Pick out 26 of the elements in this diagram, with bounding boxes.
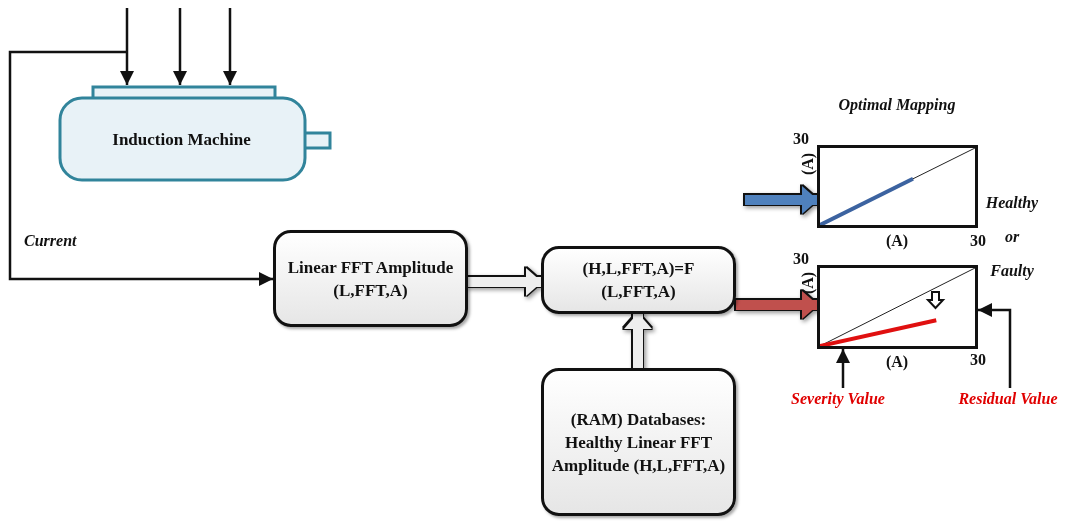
arrow — [8, 50, 273, 286]
arrow — [173, 8, 187, 85]
callout-text: Severity Value — [776, 388, 900, 410]
database-box — [541, 368, 736, 516]
axis-label: (A) — [799, 152, 817, 176]
arrow — [223, 8, 237, 85]
node-text: Induction Machine — [112, 129, 251, 151]
axis-tick-label: 30 — [793, 130, 809, 148]
node-text: (H,L,FFT,A)=F (L,FFT,A) — [581, 258, 696, 303]
process-box — [541, 246, 736, 314]
block-arrow — [745, 186, 818, 214]
process-box — [273, 230, 468, 327]
chart-title: Optimal Mapping — [838, 96, 956, 114]
callout-text: Residual Value — [944, 388, 1072, 410]
axis-tick-label: 30 — [970, 232, 986, 250]
axis-tick-label: 30 — [970, 351, 986, 369]
node-text: (RAM) Databases: Healthy Linear FFT Amplitude (H,L,FFT,A) — [550, 408, 727, 477]
arrow — [836, 349, 850, 388]
arrow — [120, 8, 134, 85]
induction-machine-drawing — [58, 85, 333, 182]
block-arrow — [624, 313, 652, 368]
node-text: Linear FFT Amplitude (L,FFT,A) — [286, 256, 455, 302]
axis-tick-label: 30 — [793, 250, 809, 268]
block-arrow — [736, 291, 818, 319]
arrow — [978, 303, 1012, 388]
axis-label: (A) — [885, 232, 909, 250]
